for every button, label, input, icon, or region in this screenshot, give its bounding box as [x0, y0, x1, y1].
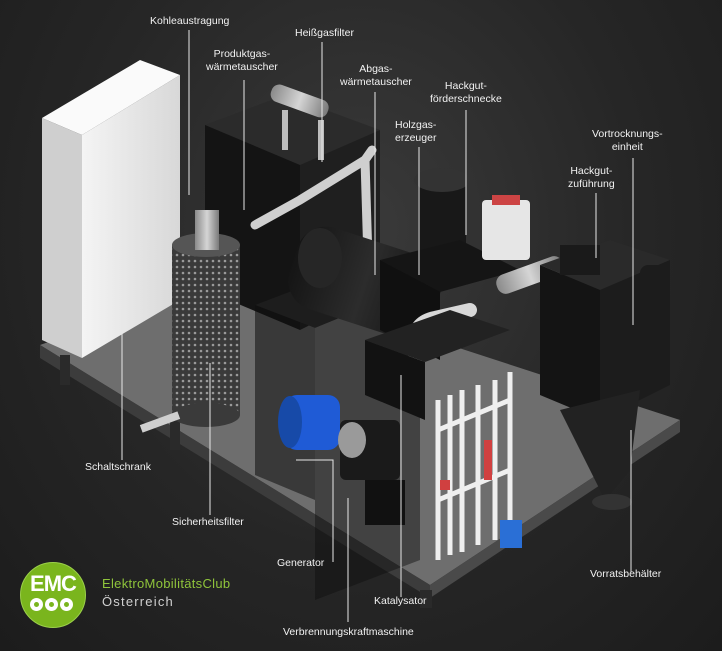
label-hackgut-zufuehrung: Hackgut-zuführung: [568, 165, 615, 190]
label-holzgaserzeuger: Holzgas-erzeuger: [395, 119, 437, 144]
pre-drying-unit: [540, 240, 670, 420]
generator-motor: [278, 395, 340, 450]
label-vortrocknungseinheit: Vortrocknungs-einheit: [592, 128, 663, 153]
storage-hopper: [560, 390, 640, 510]
emc-logo-country: Österreich: [102, 594, 174, 609]
label-sicherheitsfilter: Sicherheitsfilter: [172, 516, 244, 528]
emc-logo-badge: EMC: [20, 562, 86, 628]
label-generator: Generator: [277, 557, 325, 569]
label-abgas-waermetauscher: Abgas-wärmetauscher: [340, 63, 412, 88]
label-verbrennungskraftmaschine: Verbrennungskraftmaschine: [283, 626, 414, 638]
leader-lines: [121, 30, 634, 622]
label-heissgasfilter: Heißgasfilter: [295, 27, 354, 39]
catalyst-block: [365, 310, 510, 420]
label-katalysator: Katalysator: [374, 595, 427, 607]
safety-filter: [139, 210, 240, 433]
combustion-engine: [338, 420, 405, 525]
hot-gas-filter: [270, 84, 329, 160]
piping-rack: [435, 372, 513, 560]
emc-logo-abbr: EMC: [30, 571, 77, 596]
emc-logo-name: ElektroMobilitätsClub: [102, 576, 231, 591]
label-produktgas-waermetauscher: Produktgas-wärmetauscher: [206, 48, 278, 73]
emc-logo-dots-icon: [30, 598, 75, 616]
piping-accents: [440, 440, 522, 548]
label-vorratsbehaelter: Vorratsbehälter: [590, 568, 662, 580]
electrical-cabinet: [42, 60, 180, 358]
label-schaltschrank: Schaltschrank: [85, 461, 151, 473]
emc-logo: EMC ElektroMobilitätsClub Österreich: [20, 562, 270, 628]
label-hackgut-foerderschnecke: Hackgut-förderschnecke: [430, 80, 502, 105]
label-kohleaustragung: Kohleaustragung: [150, 15, 230, 27]
